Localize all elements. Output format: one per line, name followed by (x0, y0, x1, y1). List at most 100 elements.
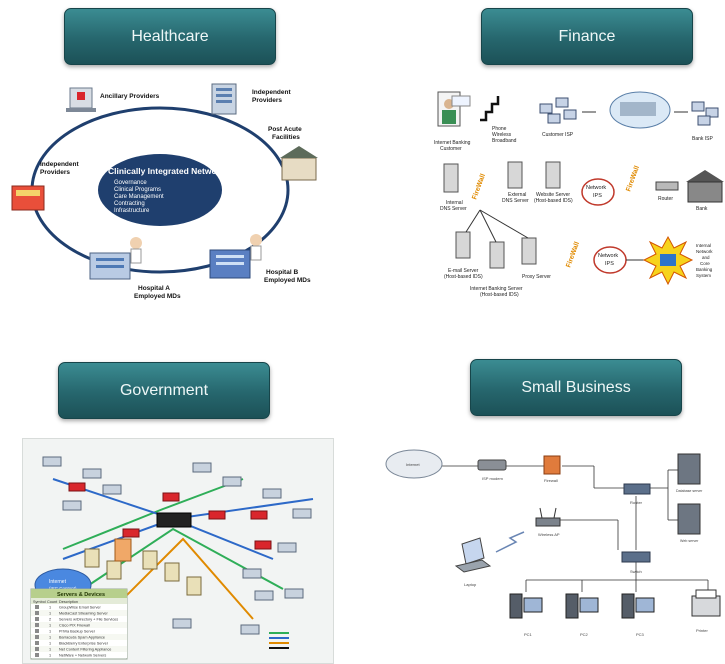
row-count: 1 (49, 642, 51, 646)
printer-icon (691, 589, 721, 617)
table-row (31, 640, 127, 646)
network-ips-label: Network (598, 253, 618, 259)
pc-icon (509, 593, 655, 619)
firewall-label: FireWall (471, 173, 487, 201)
row-description: Servers w/Directory + File Services (59, 618, 118, 622)
isp-modem-icon (477, 459, 507, 471)
hospital-b-label: Hospital B (266, 269, 298, 276)
sb-label: PC1 (524, 632, 533, 637)
legend-lines (269, 632, 289, 649)
sb-label: Switch (630, 569, 642, 574)
proxy-server-label: Proxy Server (522, 274, 551, 280)
finance-diagram: Internet Banking Customer Phone Wireless… (430, 82, 725, 322)
row-count: 1 (49, 648, 51, 652)
external-dns-server-icon (507, 161, 523, 189)
website-server-label: (Host-based IDS) (534, 198, 573, 204)
row-count: 2 (49, 618, 51, 622)
wireless-ap-icon (535, 507, 561, 527)
bank-icon (686, 170, 724, 203)
router-icon (655, 181, 679, 191)
cin-bullet: Clinical Programs (114, 187, 161, 193)
sb-label: ISP modem (482, 476, 503, 481)
internet-cloud-icon (385, 449, 443, 479)
device-symbol-icon (35, 605, 39, 609)
table-row (31, 634, 127, 640)
row-count: 1 (49, 630, 51, 634)
gov-firewall-icon (68, 482, 272, 550)
firewall-label: FireWall (565, 241, 581, 269)
email-server-label: E-mail Server (448, 268, 479, 274)
phone-label: Broadband (492, 138, 517, 144)
small-business-button[interactable]: Small Business (470, 359, 682, 416)
sb-label: Printer (696, 628, 708, 633)
internal-network-label: and (702, 255, 710, 260)
table-header: Count (47, 600, 58, 604)
internal-network-label: System (696, 273, 711, 278)
cin-bullet: Governance (114, 180, 147, 186)
sb-label: Laptop (464, 582, 477, 587)
row-count: 1 (49, 606, 51, 610)
finance-label: Finance (558, 27, 616, 45)
device-symbol-icon (35, 635, 39, 639)
wireless-signal-icon (495, 531, 525, 553)
bank-label: Bank (696, 206, 708, 212)
gov-device-icon (42, 456, 312, 635)
row-description: PriVia Backup Server (59, 630, 96, 634)
row-description: MediaCast Streaming Server (59, 612, 108, 616)
servers-devices-table: Servers & Devices Symbol Count Descripti… (30, 588, 128, 660)
customer-icon (437, 91, 471, 127)
post-acute-label: Facilities (272, 134, 300, 141)
table-row (31, 604, 127, 610)
sb-label: Database server (676, 489, 703, 493)
table-header: Description (59, 600, 78, 604)
external-dns-label: DNS Server (502, 198, 529, 204)
gov-core-switch-icon (156, 512, 192, 528)
website-server-icon (545, 161, 561, 189)
device-symbol-icon (35, 641, 39, 645)
row-count: 1 (49, 654, 51, 658)
bank-isp-label: Bank ISP (692, 136, 714, 142)
table-row (31, 622, 127, 628)
network-ips-label: IPS (605, 261, 614, 267)
internal-network-label: Internal (696, 243, 711, 248)
network-ips-label: Network (586, 185, 606, 191)
firewall-label: FireWall (625, 165, 641, 193)
finance-button[interactable]: Finance (481, 8, 693, 65)
cloud-label: Internet (49, 579, 67, 585)
proxy-server-icon (521, 237, 537, 265)
row-description: Barracuda Spam Appliance (59, 636, 105, 640)
cin-bullet: Care Management (114, 194, 164, 200)
email-server-icon (455, 231, 471, 259)
internal-network-label: Network (696, 249, 713, 254)
internal-network-label: Core (700, 261, 710, 266)
healthcare-diagram: Clinically Integrated Network Governance… (0, 78, 330, 318)
router-icon (623, 483, 651, 495)
device-symbol-icon (35, 617, 39, 621)
internal-dns-label: DNS Server (440, 206, 467, 212)
firewall-icon (543, 455, 561, 475)
ancillary-building-icon (66, 87, 96, 112)
healthcare-button[interactable]: Healthcare (64, 8, 276, 65)
internal-dns-label: Internal (446, 200, 463, 206)
customer-isp-computers-icon (539, 97, 577, 124)
sb-label: Web server (680, 539, 699, 543)
customer-label: Internet Banking (434, 140, 471, 146)
hospital-a-building-icon (89, 237, 142, 280)
website-server-label: Website Server (536, 192, 570, 198)
internet-banking-server-icon (489, 241, 505, 269)
network-ips-label: IPS (593, 193, 602, 199)
internal-network-label: Banking (696, 267, 713, 272)
independent-left-label: Providers (40, 169, 70, 176)
small-business-diagram: Internet ISP modem Firewall Router Datab… (378, 440, 725, 664)
external-dns-label: External (508, 192, 526, 198)
table-row (31, 628, 127, 634)
device-symbol-icon (35, 623, 39, 627)
hospital-b-label: Employed MDs (264, 277, 311, 284)
table-row (31, 616, 127, 622)
independent-providers-building-icon (211, 83, 237, 115)
sb-label: Firewall (544, 478, 558, 483)
hospital-b-building-icon (209, 234, 262, 279)
government-label: Government (119, 381, 209, 399)
government-button[interactable]: Government (58, 362, 270, 419)
phone-label: Phone (492, 126, 507, 132)
